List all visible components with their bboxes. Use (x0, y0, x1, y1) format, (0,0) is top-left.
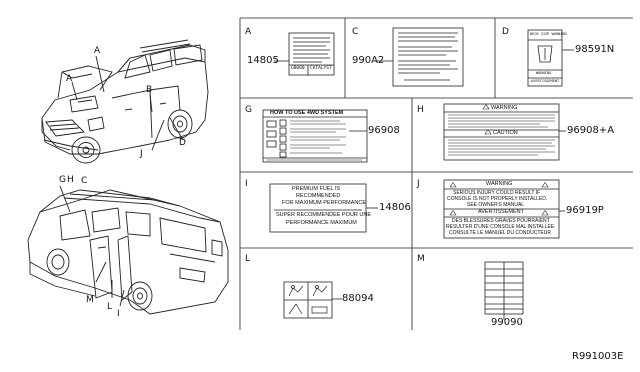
part-number-a[interactable]: 14805 (247, 55, 279, 66)
label-j-line-7: RESULTER D'UNE CONSOLE MAL INSTALLEE. (446, 224, 556, 230)
label-j-line-8: CONSULTE LE MANUEL DU CONDUCTEUR (449, 230, 551, 236)
label-d-illustration (527, 29, 574, 87)
label-l-illustration (283, 281, 342, 319)
label-h-illustration (443, 103, 566, 161)
vehicle-front-illustration (41, 39, 209, 164)
label-a-illustration (274, 32, 335, 76)
cell-letter-a: A (245, 27, 252, 37)
callout-top-d: D (179, 138, 186, 148)
label-d-text-3: AVERTISSEMENT (531, 79, 560, 83)
label-j-line-6: DES BLESSURES GRAVES POURRAIENT (452, 218, 550, 224)
part-number-l[interactable]: 88094 (342, 293, 374, 304)
label-j-line-2: SERIOUS INJURY COULD RESULT IF (453, 190, 541, 196)
callout-bottom-l: L (107, 302, 113, 312)
label-a-text-1: GB000 (291, 66, 305, 71)
callout-bottom-i: I (117, 309, 120, 319)
cell-letter-g: G (245, 105, 252, 115)
part-number-m[interactable]: 99090 (491, 317, 523, 328)
label-j-line-3: CONSOLE IS NOT PROPERLY INSTALLED. (447, 196, 548, 202)
label-i-line-5: PERFORMANCE MAXIMUM (286, 220, 357, 226)
callout-bottom-g: G (59, 175, 66, 185)
label-d-text-1: DECK SIZE WARNING (530, 32, 567, 36)
label-m-illustration (484, 261, 524, 320)
label-j-line-5: AVERTISSEMENT (478, 209, 524, 215)
cell-letter-j: J (417, 179, 420, 189)
part-number-d[interactable]: 98591N (575, 44, 615, 55)
label-i-line-1: PREMIUM FUEL IS (292, 186, 341, 192)
cell-letter-c: C (352, 27, 359, 37)
callout-top-b: B (146, 85, 153, 95)
cell-letter-l: L (245, 254, 251, 264)
label-i-line-2: RECOMMENDED (296, 193, 341, 199)
label-h-caution: CAUTION (493, 130, 518, 136)
label-i-line-4: SUPER RECOMMENDEE POUR UNE (276, 212, 372, 218)
label-h-warning: WARNING (491, 105, 518, 111)
callout-top-a2: A (66, 74, 73, 84)
label-g-header: HOW TO USE 4WD SYSTEM (270, 110, 344, 116)
label-g-illustration (262, 109, 368, 163)
cell-letter-h: H (417, 105, 424, 115)
cell-letter-d: D (502, 27, 509, 37)
label-grid-lines (239, 17, 633, 330)
callout-bottom-m: M (86, 295, 94, 305)
part-number-g[interactable]: 96908 (368, 125, 400, 136)
label-j-illustration (443, 179, 565, 239)
cell-letter-m: M (417, 254, 425, 264)
label-a-text-2: CATALYST (310, 66, 332, 71)
label-j-line-1: WARNING (486, 181, 513, 187)
label-j-line-4: SEE OWNER'S MANUAL (467, 202, 525, 208)
diagram-code: R991003E (572, 351, 624, 362)
label-c-illustration (374, 27, 464, 87)
label-d-text-2: WARNING (536, 71, 552, 75)
label-i-line-3: FOR MAXIMUM PERFORMANCE (282, 200, 367, 206)
cell-letter-i: I (245, 179, 248, 189)
vehicle-rear-illustration (27, 185, 229, 315)
label-i-illustration (269, 183, 378, 233)
part-number-h[interactable]: 96908+A (567, 125, 615, 136)
part-number-j[interactable]: 96919P (566, 205, 604, 216)
callout-top-a1: A (94, 46, 101, 56)
part-number-i[interactable]: 14806 (379, 202, 411, 213)
callout-bottom-h: H (67, 175, 74, 185)
callout-top-j: J (140, 149, 143, 159)
callout-bottom-c: C (81, 176, 88, 186)
part-number-c[interactable]: 990A2 (352, 55, 385, 66)
